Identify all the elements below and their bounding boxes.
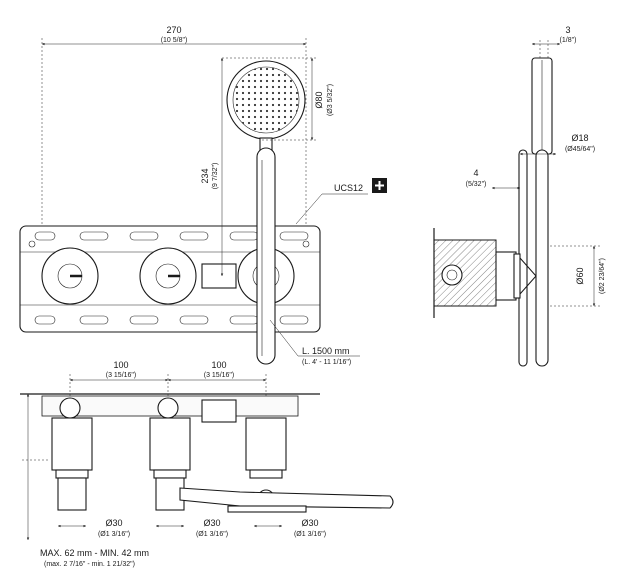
side-view: 3 (1/8") Ø18 (Ø45/64") 4 (5/32") Ø60 (Ø2… [433,25,606,367]
knob1-label: Ø30 [105,518,122,528]
knob3-inch-label: (Ø1 3/16") [294,531,326,538]
mixer-knob-2 [139,247,197,305]
offset-dim-inch-label: (5/32") [466,181,487,188]
hose-label-inch: (L. 4' - 11 1/16") [302,359,351,366]
spacing1-inch-label: (3 15/16") [106,372,137,379]
ucs-label: UCS12 [334,183,363,193]
depth-label: MAX. 62 mm - MIN. 42 mm [40,548,149,558]
top-dim-inch-label: (1/8") [560,37,577,44]
valve-body-2 [149,397,191,511]
knob3-label: Ø30 [301,518,318,528]
front-view: 270 (10 5/8") [19,25,387,366]
flange-dim-inch-label: (Ø2 23/64") [599,258,606,294]
top-dim-label: 3 [565,25,570,35]
height-dim-inch-label: (9 7/32") [212,163,219,190]
depth-label-inch: (max. 2 7/16" - min. 1 21/32") [44,561,135,568]
knob2-label: Ø30 [203,518,220,528]
spacing1-label: 100 [113,360,128,370]
hose-label: L. 1500 mm [302,346,350,356]
spacing2-label: 100 [211,360,226,370]
rail-dim-label: Ø18 [571,133,588,143]
head-dim-label: Ø80 [314,91,324,108]
offset-dim-label: 4 [473,168,478,178]
rail-dim-inch-label: (Ø45/64") [565,146,595,153]
valve-body-1 [51,397,93,511]
width-dim-label: 270 [166,25,181,35]
width-dim-inch-label: (10 5/8") [161,37,188,44]
hand-shower [226,60,306,365]
plan-view: 100 (3 15/16") 100 (3 15/16") [20,360,394,568]
head-dim-inch-label: (Ø3 5/32") [327,84,334,116]
knob1-inch-label: (Ø1 3/16") [98,531,130,538]
mixer-knob-1 [41,247,99,305]
spacing2-inch-label: (3 15/16") [204,372,235,379]
knob2-inch-label: (Ø1 3/16") [196,531,228,538]
flange-dim-label: Ø60 [575,267,585,284]
height-dim-label: 234 [200,168,210,183]
